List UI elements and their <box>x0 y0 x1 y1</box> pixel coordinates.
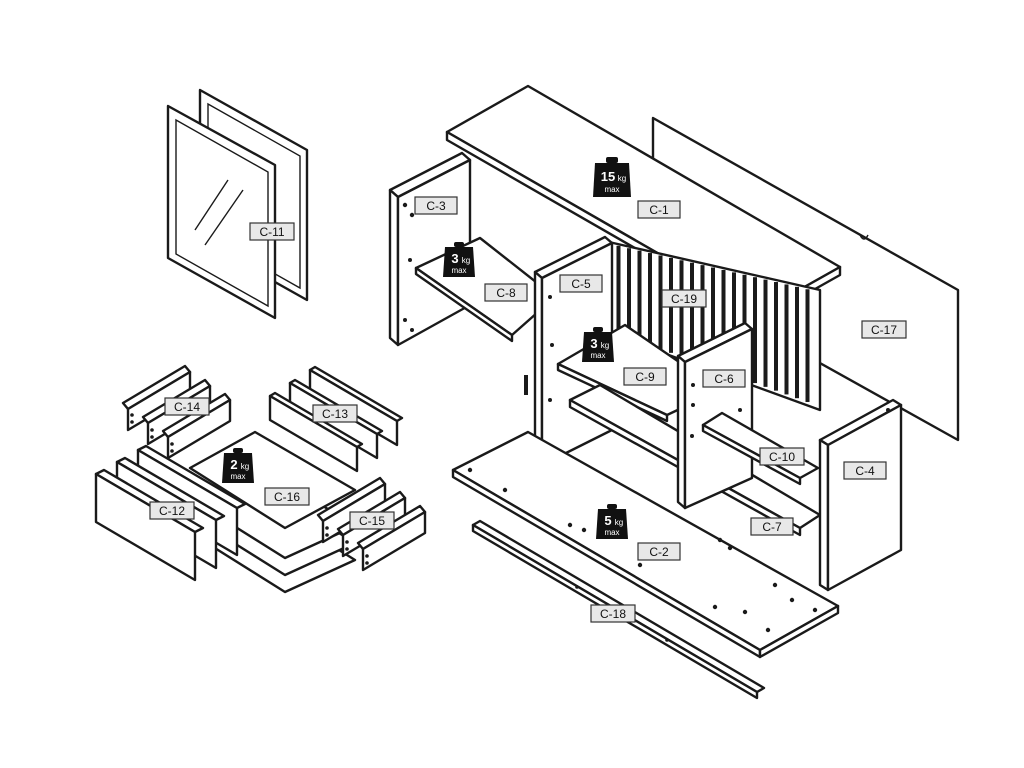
weight-limit-left-shelf-icon: 3 kg max <box>443 242 475 277</box>
label-c17: C-17 <box>861 320 907 339</box>
label-c1: C-1 <box>637 200 681 219</box>
weight-top-value: 15 <box>601 169 615 184</box>
label-c13: C-13 <box>312 404 358 423</box>
dowel-hole <box>765 627 771 633</box>
label-c12: C-12 <box>149 501 195 520</box>
dowel-hole <box>717 537 723 543</box>
weight-limit-center-shelf-icon: 3 kg max <box>582 327 614 362</box>
slat <box>763 279 768 387</box>
svg-text:C-7: C-7 <box>762 520 782 534</box>
slat <box>690 262 694 361</box>
slat <box>627 248 631 338</box>
svg-text:C-1: C-1 <box>649 203 669 217</box>
svg-text:C-3: C-3 <box>426 199 446 213</box>
svg-text:C-17: C-17 <box>871 323 897 337</box>
dowel-hole <box>467 467 473 473</box>
slat <box>700 265 705 365</box>
label-c15: C-15 <box>349 511 395 530</box>
label-c14: C-14 <box>164 397 210 416</box>
label-c11: C-11 <box>249 222 295 241</box>
slat <box>784 284 789 395</box>
dowel-hole <box>581 527 587 533</box>
svg-text:C-4: C-4 <box>855 464 875 478</box>
weight-bottom-unit: kg <box>615 518 623 527</box>
label-c2: C-2 <box>637 542 681 561</box>
label-c7: C-7 <box>750 517 794 536</box>
weight-center-shelf-value: 3 <box>590 336 597 351</box>
svg-text:C-16: C-16 <box>274 490 300 504</box>
part-c4-right-side <box>818 398 903 592</box>
weight-drawer-unit: kg <box>241 462 249 471</box>
svg-text:C-5: C-5 <box>571 277 591 291</box>
svg-text:C-10: C-10 <box>769 450 795 464</box>
part-c2-bottom-panel <box>451 430 840 659</box>
label-c18: C-18 <box>590 604 636 623</box>
slat <box>616 245 621 334</box>
svg-text:C-2: C-2 <box>649 545 669 559</box>
label-c4: C-4 <box>843 461 887 480</box>
weight-left-shelf-max: max <box>451 266 466 275</box>
weight-limit-bottom-icon: 5 kg max <box>596 504 628 539</box>
weight-top-max: max <box>604 185 619 194</box>
svg-text:C-13: C-13 <box>322 407 348 421</box>
weight-drawer-max: max <box>230 472 245 481</box>
weight-drawer-value: 2 <box>230 457 237 472</box>
label-c6: C-6 <box>702 369 746 388</box>
label-c9: C-9 <box>623 367 667 386</box>
label-c16: C-16 <box>264 487 310 506</box>
dowel-hole <box>812 607 818 613</box>
slat <box>658 255 663 350</box>
svg-text:C-18: C-18 <box>600 607 626 621</box>
svg-text:C-14: C-14 <box>174 400 200 414</box>
weight-top-unit: kg <box>618 174 626 183</box>
dowel-hole <box>772 582 778 588</box>
weight-left-shelf-value: 3 <box>451 251 458 266</box>
slat <box>774 282 778 391</box>
weight-limit-top-icon: 15 kg max <box>593 157 631 197</box>
dowel-hole <box>789 597 795 603</box>
slat <box>711 267 715 368</box>
weight-left-shelf-unit: kg <box>462 256 470 265</box>
part-c16-drawer-bottoms <box>188 430 357 594</box>
svg-text:C-19: C-19 <box>671 292 697 306</box>
dowel-hole <box>727 545 733 551</box>
label-c8: C-8 <box>484 283 528 302</box>
dowel-hole <box>637 562 643 568</box>
slat <box>732 272 736 376</box>
slat <box>721 269 726 372</box>
svg-text:C-12: C-12 <box>159 504 185 518</box>
svg-text:C-6: C-6 <box>714 372 734 386</box>
part-c11-glass-doors <box>166 88 309 320</box>
slat <box>753 277 757 384</box>
part-c6-divider <box>676 321 754 510</box>
weight-center-shelf-max: max <box>590 351 605 360</box>
weight-center-shelf-unit: kg <box>601 341 609 350</box>
svg-text:C-8: C-8 <box>496 286 516 300</box>
slat <box>679 260 684 357</box>
slat <box>648 253 652 346</box>
dowel-hole <box>742 609 748 615</box>
label-c10: C-10 <box>759 447 805 466</box>
slat <box>637 250 642 342</box>
dowel-hole <box>502 487 508 493</box>
svg-text:C-11: C-11 <box>259 225 284 239</box>
weight-bottom-max: max <box>604 528 619 537</box>
slat <box>795 286 799 399</box>
weight-bottom-value: 5 <box>604 513 611 528</box>
slat <box>805 289 810 402</box>
svg-text:C-9: C-9 <box>635 370 655 384</box>
dowel-hole <box>567 522 573 528</box>
weight-limit-drawer-icon: 2 kg max <box>222 448 254 483</box>
dowel-hole <box>712 604 718 610</box>
label-c5: C-5 <box>559 274 603 293</box>
label-c3: C-3 <box>414 196 458 215</box>
label-c19: C-19 <box>661 289 707 308</box>
svg-text:C-15: C-15 <box>359 514 385 528</box>
